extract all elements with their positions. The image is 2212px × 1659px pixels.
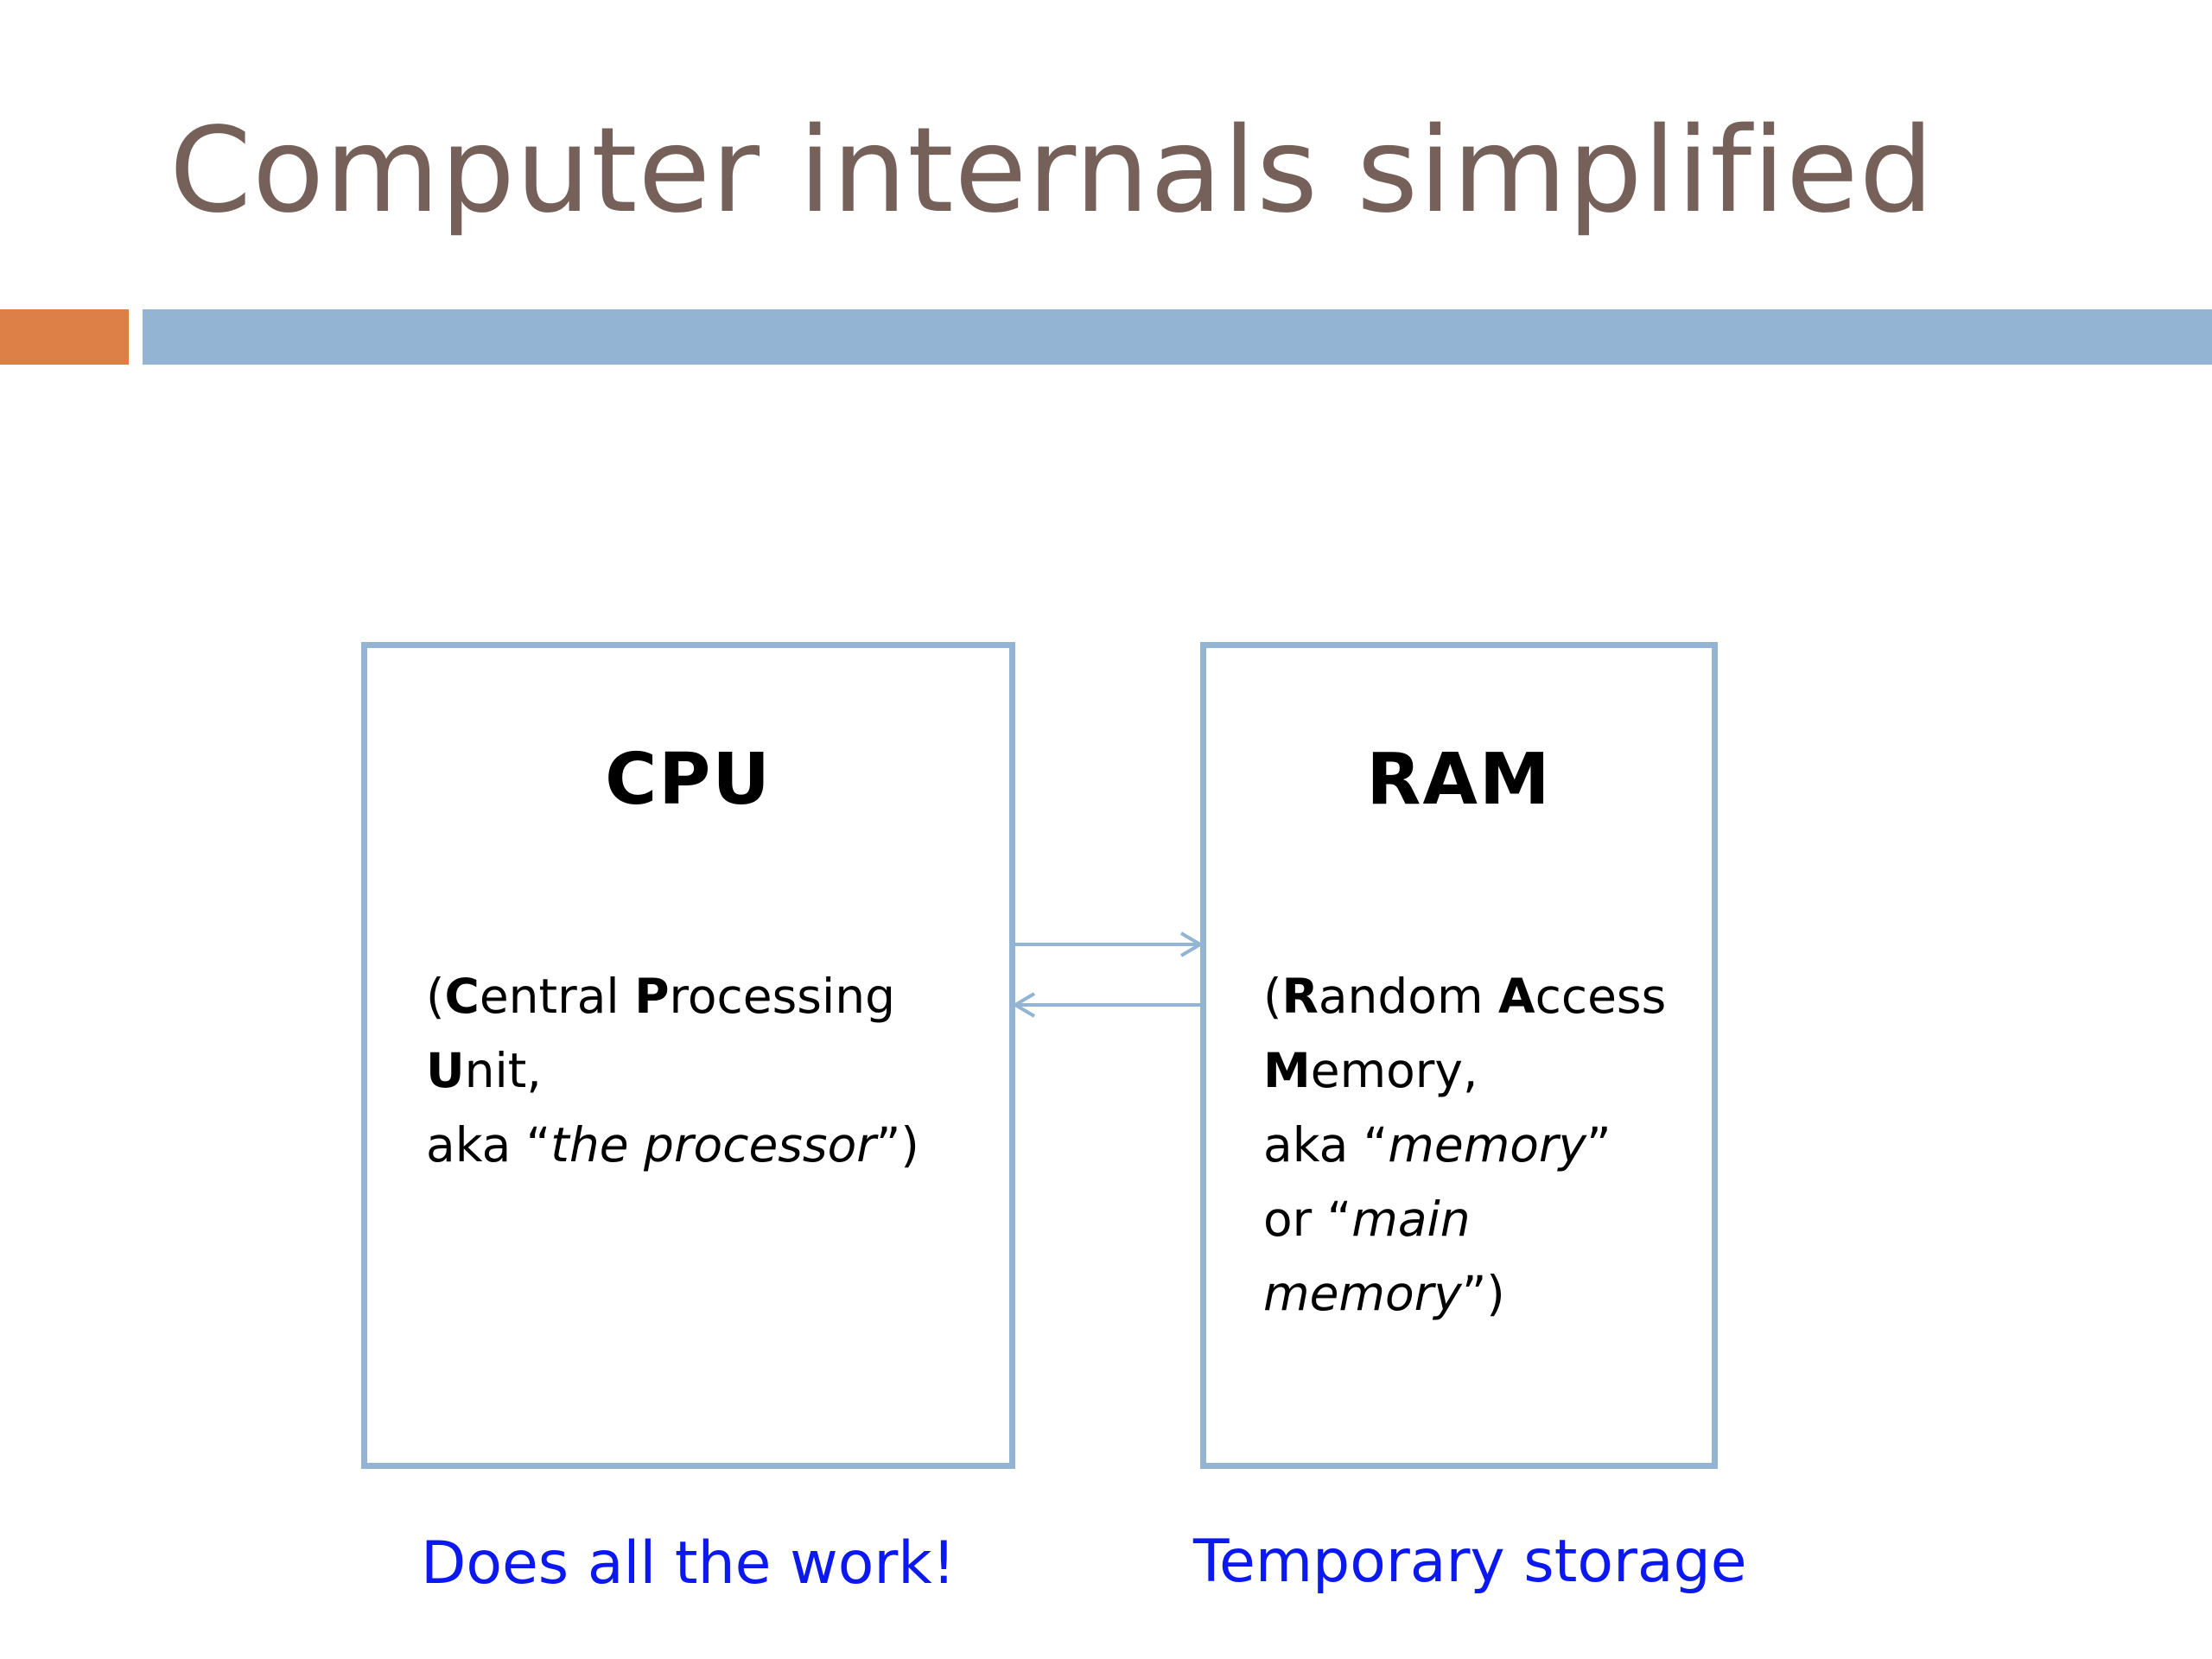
- slide-title: Computer internals simplified: [169, 103, 1935, 239]
- ram-description: (Random Access Memory, aka “memory” or “…: [1263, 959, 1666, 1331]
- ram-desc-line-1: (Random Access: [1263, 969, 1667, 1024]
- cpu-desc-line-2: Unit,: [426, 1043, 542, 1098]
- cpu-title: CPU: [605, 739, 772, 821]
- ram-caption: Temporary storage: [1193, 1528, 1747, 1596]
- cpu-desc-line-1: (Central Processing: [426, 969, 895, 1024]
- title-accent-orange-bar: [0, 309, 129, 365]
- ram-box: RAM: [1200, 642, 1718, 1469]
- cpu-description: (Central Processing Unit, aka “the proce…: [426, 959, 919, 1182]
- right-arrow-icon: [1015, 931, 1204, 957]
- cpu-caption: Does all the work!: [421, 1529, 956, 1598]
- cpu-box: CPU: [361, 642, 1015, 1469]
- ram-desc-line-4: or “main: [1263, 1192, 1471, 1247]
- left-arrow-icon: [1012, 992, 1200, 1018]
- ram-desc-line-3: aka “memory”: [1263, 1117, 1611, 1173]
- cpu-desc-line-3: aka “the processor”): [426, 1117, 919, 1173]
- ram-desc-line-5: memory”): [1263, 1266, 1505, 1321]
- title-accent-blue-bar: [143, 309, 2212, 365]
- ram-desc-line-2: Memory,: [1263, 1043, 1478, 1098]
- ram-title: RAM: [1366, 739, 1552, 821]
